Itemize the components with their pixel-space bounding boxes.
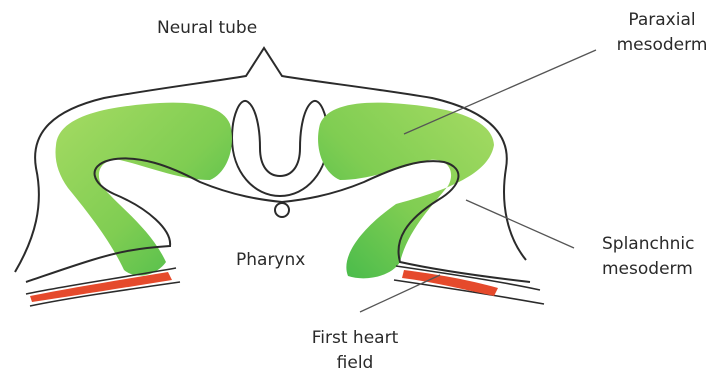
label-splanchnic-mesoderm: Splanchnic mesoderm: [602, 232, 694, 282]
label-paraxial-mesoderm: Paraxial mesoderm: [601, 8, 723, 58]
label-first-heart-field: First heart field: [292, 326, 418, 376]
right-mesoderm-band: [318, 103, 494, 279]
notochord: [275, 203, 289, 217]
label-paraxial-line2: mesoderm: [601, 33, 723, 58]
label-first-heart-line1: First heart: [292, 326, 418, 351]
neural-tube-outline: [232, 101, 328, 196]
label-pharynx: Pharynx: [236, 248, 305, 273]
label-paraxial-line1: Paraxial: [601, 8, 723, 33]
left-mesoderm-band: [56, 103, 232, 276]
label-splanchnic-line2: mesoderm: [602, 257, 694, 282]
leader-paraxial-mesoderm: [404, 50, 596, 134]
label-first-heart-line2: field: [292, 351, 418, 376]
label-splanchnic-line1: Splanchnic: [602, 232, 694, 257]
label-neural-tube: Neural tube: [157, 16, 257, 41]
leader-splanchnic-mesoderm: [466, 200, 574, 248]
